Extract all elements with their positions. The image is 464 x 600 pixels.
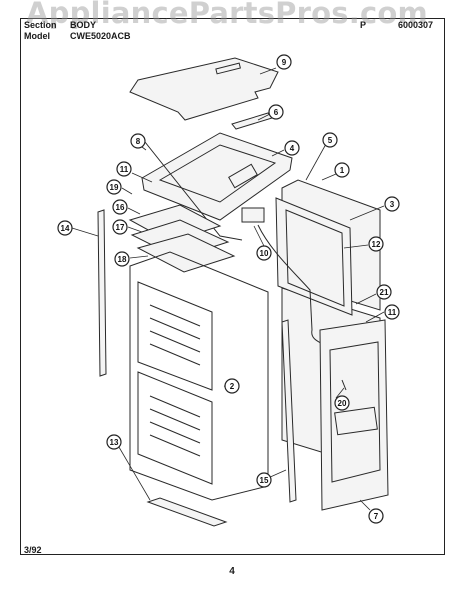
side-trim <box>281 319 297 503</box>
leader-lines <box>71 67 385 511</box>
watermark: AppliancePartsPros.com <box>26 0 428 30</box>
callout-15: 15 <box>256 472 272 488</box>
lower-door-window <box>334 406 378 436</box>
callout-6: 6 <box>268 104 284 120</box>
callout-2-label: 2 <box>230 382 235 391</box>
oven-cavity-upper <box>137 281 213 391</box>
callout-8-label: 8 <box>136 137 141 146</box>
upper-door-window <box>285 209 345 307</box>
revision-date: 3/92 <box>24 545 42 555</box>
callout-14-label: 14 <box>61 224 70 233</box>
top-panel-slot <box>215 62 241 75</box>
callout-19: 19 <box>106 179 122 195</box>
section-value: BODY <box>70 20 97 30</box>
callout-12: 12 <box>368 236 384 252</box>
callout-17: 17 <box>112 219 128 235</box>
connector-block <box>241 207 265 223</box>
part-label: P <box>360 20 367 30</box>
callout-20-label: 20 <box>338 399 347 408</box>
diagram-frame <box>20 18 445 555</box>
callout-7: 7 <box>368 508 384 524</box>
section-label: Section <box>24 20 57 30</box>
callout-9: 9 <box>276 54 292 70</box>
door-handle <box>341 379 347 391</box>
callout-5: 5 <box>322 132 338 148</box>
callout-3-label: 3 <box>390 200 395 209</box>
callout-17-label: 17 <box>116 223 125 232</box>
callout-21: 21 <box>376 284 392 300</box>
top-frame <box>141 132 293 221</box>
model-label: Model <box>24 31 50 41</box>
lower-door <box>319 319 389 511</box>
callout-18: 18 <box>114 251 130 267</box>
callout-10: 10 <box>256 245 272 261</box>
bottom-trim <box>146 497 228 527</box>
callout-6-label: 6 <box>274 108 279 117</box>
callout-7-label: 7 <box>374 512 379 521</box>
callout-3: 3 <box>384 196 400 212</box>
callout-11-door-label: 11 <box>388 308 397 317</box>
exploded-parts-diagram: 9 6 8 4 5 1 3 11 19 16 17 18 10 12 14 21… <box>57 54 400 527</box>
callout-12-label: 12 <box>372 240 381 249</box>
callout-11-top: 11 <box>116 161 132 177</box>
left-trim <box>97 209 107 377</box>
rack-guides <box>149 304 201 457</box>
top-panel <box>129 57 279 121</box>
rod <box>144 141 243 241</box>
callout-11-door: 11 <box>384 304 400 320</box>
callout-4-label: 4 <box>290 144 295 153</box>
callout-19-label: 19 <box>110 183 119 192</box>
callout-11-top-label: 11 <box>120 165 129 174</box>
callout-20: 20 <box>334 395 350 411</box>
callout-16-label: 16 <box>116 203 125 212</box>
callout-4: 4 <box>284 140 300 156</box>
callout-1-label: 1 <box>340 166 345 175</box>
callout-5-label: 5 <box>328 136 333 145</box>
top-frame-inner <box>158 144 277 203</box>
model-value: CWE5020ACB <box>70 31 131 41</box>
callout-15-label: 15 <box>260 476 269 485</box>
callout-16: 16 <box>112 199 128 215</box>
callout-10-label: 10 <box>260 249 269 258</box>
page-number: 4 <box>229 566 235 577</box>
oven-cavity-lower <box>137 371 213 485</box>
trim-strip <box>231 112 273 130</box>
callout-8: 8 <box>130 133 146 149</box>
lower-door-inner <box>329 341 381 483</box>
oven-body <box>129 251 269 501</box>
callout-18-label: 18 <box>118 255 127 264</box>
callout-1: 1 <box>334 162 350 178</box>
callout-13-label: 13 <box>110 438 119 447</box>
top-frame-vent <box>228 163 258 189</box>
part-value: 6000307 <box>398 20 434 30</box>
callout-14: 14 <box>57 220 73 236</box>
callout-13: 13 <box>106 434 122 450</box>
callout-9-label: 9 <box>282 58 287 67</box>
front-rail-18 <box>136 233 236 273</box>
callout-21-label: 21 <box>380 288 389 297</box>
callout-2: 2 <box>224 378 240 394</box>
